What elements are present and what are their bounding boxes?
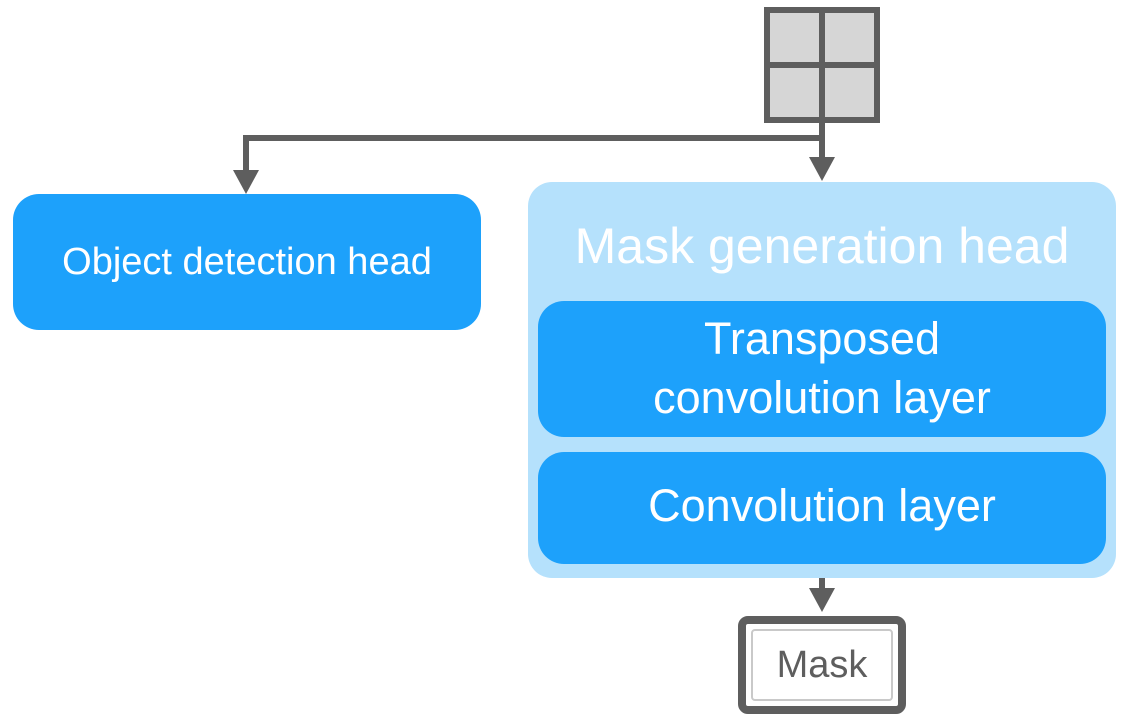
mask-generation-head: Mask generation head Transposed convolut…	[528, 182, 1116, 578]
arrowhead-mask-output-icon	[809, 588, 835, 612]
object-detection-head: Object detection head	[13, 194, 481, 330]
convolution-layer-label: Convolution layer	[648, 480, 996, 531]
connector-to-object-detection	[243, 120, 825, 172]
arrowhead-object-detection-icon	[233, 170, 259, 194]
mask-generation-head-title: Mask generation head	[575, 218, 1070, 274]
input-feature-grid-icon	[764, 7, 880, 123]
mask-output: Mask	[738, 616, 906, 714]
transposed-convolution-layer-line-2: convolution layer	[653, 372, 991, 423]
convolution-layer: Convolution layer	[538, 452, 1106, 564]
transposed-convolution-layer: Transposed convolution layer	[538, 301, 1106, 437]
transposed-convolution-layer-line-1: Transposed	[704, 313, 940, 364]
arrowheads	[233, 157, 835, 612]
mask-output-label: Mask	[777, 644, 869, 686]
object-detection-head-label: Object detection head	[62, 241, 432, 283]
arrowhead-mask-generation-icon	[809, 157, 835, 181]
